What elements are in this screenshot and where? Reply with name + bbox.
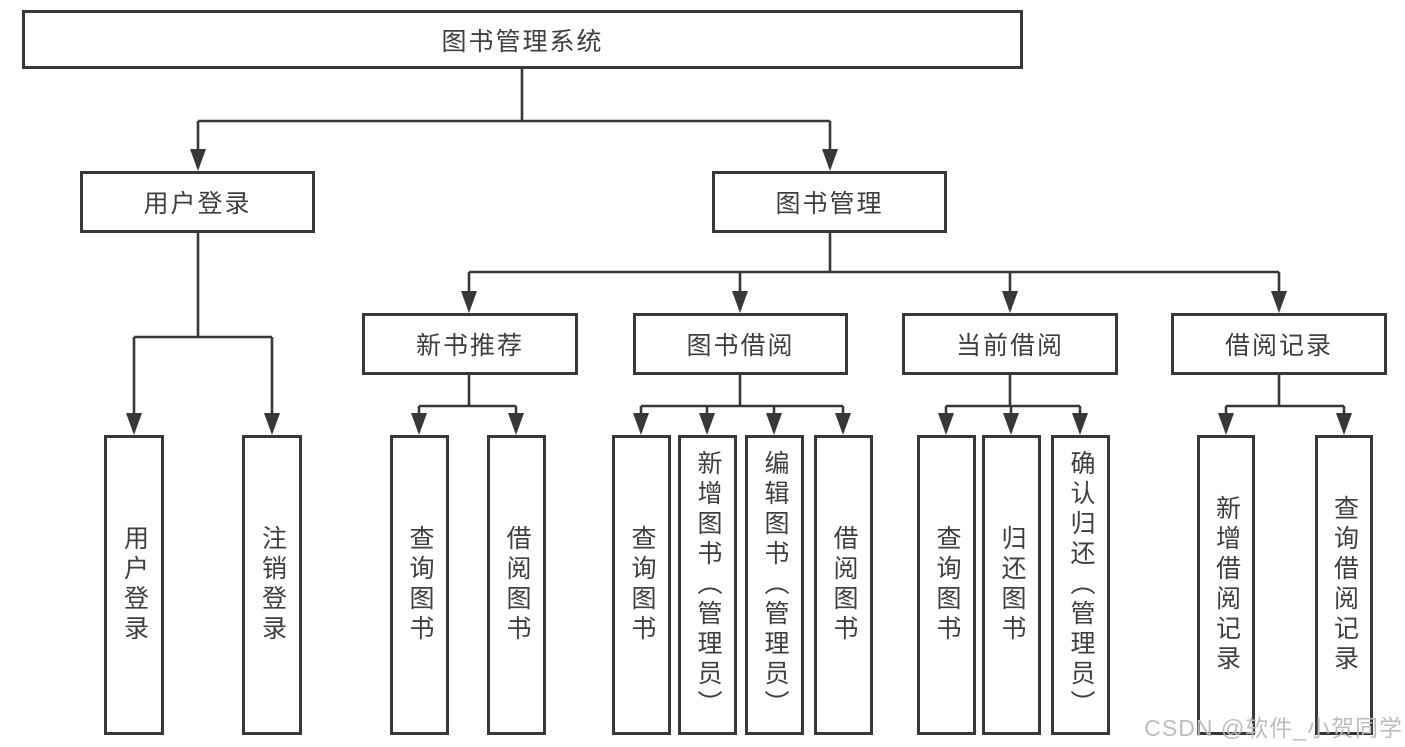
csdn-watermark: CSDN @软件_小贺同学 [1144, 715, 1403, 741]
leaf-edit-book-admin: 编辑图书（管理员） [745, 435, 804, 735]
leaf-query-books-recommend: 查询图书 [390, 435, 449, 735]
leaf-add-book-admin: 新增图书（管理员） [678, 435, 737, 735]
leaf-query-borrow-record: 查询借阅记录 [1315, 435, 1373, 735]
leaf-logout: 注销登录 [242, 435, 302, 735]
node-book-borrow: 图书借阅 [633, 313, 848, 375]
leaf-confirm-return-admin: 确认归还（管理员） [1051, 435, 1110, 735]
leaf-borrow-books-recommend: 借阅图书 [487, 435, 546, 735]
node-user-login: 用户登录 [80, 171, 315, 233]
leaf-return-book: 归还图书 [982, 435, 1041, 735]
leaf-query-books-borrow: 查询图书 [612, 435, 671, 735]
node-book-management: 图书管理 [712, 171, 947, 233]
node-root: 图书管理系统 [22, 10, 1023, 69]
leaf-add-borrow-record: 新增借阅记录 [1197, 435, 1255, 735]
node-borrow-record: 借阅记录 [1171, 313, 1387, 375]
leaf-query-books-current: 查询图书 [917, 435, 976, 735]
leaf-borrow-books: 借阅图书 [814, 435, 873, 735]
node-new-book-recommend: 新书推荐 [362, 313, 578, 375]
node-current-borrow: 当前借阅 [902, 313, 1118, 375]
leaf-user-login: 用户登录 [104, 435, 164, 735]
